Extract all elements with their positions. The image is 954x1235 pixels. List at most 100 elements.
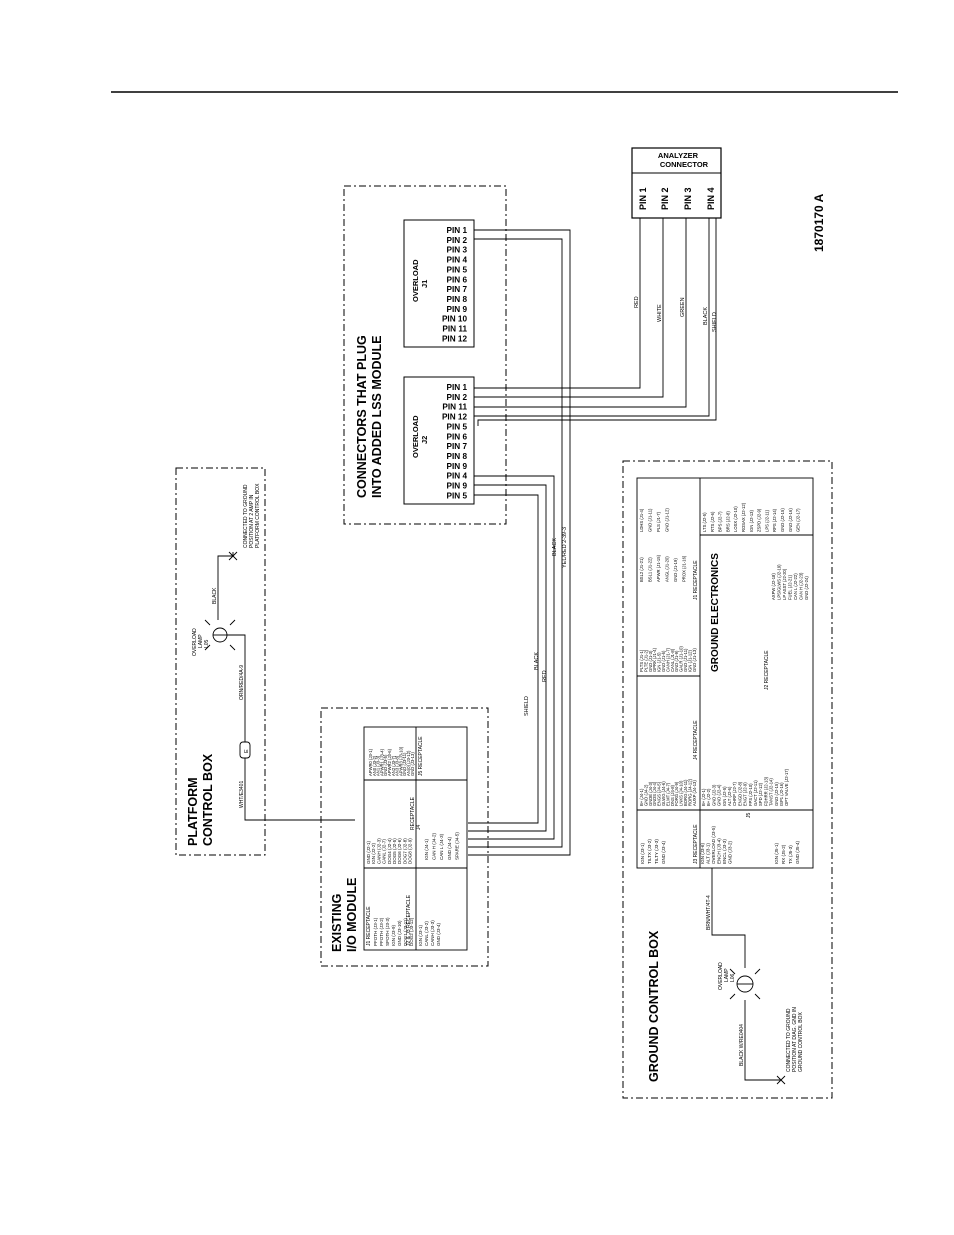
platform-ground-note-3: PLATFORM CONTROL BOX xyxy=(255,483,261,548)
j1-pin-7: PIN 8 xyxy=(447,295,468,304)
gnd-j1b-line-2: APWR (J1-15) xyxy=(656,554,661,582)
gnd-j1-receptacle-0: J1 RECEPTACLE xyxy=(693,560,699,600)
ground-note-1: CONNECTED TO GROUND xyxy=(786,1008,792,1072)
gnd-j1a-line-4: IGN (J1-5) xyxy=(657,652,662,672)
j2-pin-3: PIN 12 xyxy=(442,413,467,422)
ground-lamp-label-2: LAMP xyxy=(724,968,730,982)
gnd-j3-line-0: IGN (J3-1) xyxy=(640,842,645,864)
gnd-j3b-line-1: ALT (J3-1) xyxy=(706,843,711,864)
io-j1-receptacle-0: J1 RECEPTACLE xyxy=(366,906,372,946)
wire-label-green: GREEN xyxy=(680,297,686,317)
io-j1-line-0: PFOTH (J3-1) xyxy=(373,917,378,946)
io-j5-line-10: AN(0) (J3-12) xyxy=(406,750,411,776)
j2-pin-4: PIN 5 xyxy=(447,422,468,431)
gnd-j2a-line-11: SPD (J2-12) xyxy=(758,782,763,806)
j1-pin-6: PIN 7 xyxy=(447,285,468,294)
platform-lamp-label-2: LAMP xyxy=(198,634,204,648)
wiring-harness xyxy=(468,218,717,856)
inline-connector-e: E xyxy=(239,741,251,759)
j1-pin-2: PIN 3 xyxy=(447,246,468,255)
io-j5-line-1: AN0 (J3-2) xyxy=(372,755,377,776)
analyzer-title-1: ANALYZER xyxy=(658,151,699,160)
gnd-j2c-line-9: RPS (J2-14) xyxy=(772,508,777,532)
gnd-j2c-line-10: GND (J2-15) xyxy=(780,508,785,532)
gnd-j2a-line-8: ENGT (J2-9) xyxy=(743,782,748,806)
io-j2-line-7: DOG7 (J2-8) xyxy=(402,838,407,864)
gnd-j3-line-2: TILTY (J3-3) xyxy=(654,839,659,864)
j2-label-1: OVERLOAD xyxy=(411,415,420,458)
gnd-j4-line-1: GND (J4-2) xyxy=(643,784,648,806)
gnd-j5-line-2: TX (J5-3) xyxy=(788,845,793,864)
ground-wire-top: BRN/WHT/4T-4 xyxy=(706,895,712,930)
io-j5-line-5: APWR2 (J3-6) xyxy=(387,748,392,776)
gnd-j4-line-5: GLWG (J4-6) xyxy=(661,781,666,806)
j2-pin-10: PIN 9 xyxy=(447,482,468,491)
io-j2-line-4: DOG4 (J2-4) xyxy=(387,838,392,864)
gnd-j2c-line-4: LOSX (J2-10) xyxy=(733,506,738,532)
j2-pin-5: PIN 6 xyxy=(447,432,468,441)
io-j4-receptacle-1: J4 xyxy=(416,825,422,831)
gnd-j2a-line-10: GACT (J2-11) xyxy=(753,780,758,806)
gnd-j5-line-1: RX (J5-2) xyxy=(781,844,786,864)
gnd-j4-line-3: GNDS (J4-4) xyxy=(652,781,657,806)
gnd-j1a-line-11: IGN (J1-12) xyxy=(687,650,692,672)
io-j1-line-2: SPOTH (J3-3) xyxy=(385,917,390,946)
io-j5-line-11: GND (J3-13) xyxy=(410,752,415,776)
io-j2-line-5: DOG5 (J2-5) xyxy=(392,838,397,864)
platform-title-2: CONTROL BOX xyxy=(201,753,215,846)
io-j1-line-1: PFOTH (J3-2) xyxy=(379,917,384,946)
gnd-j2c-line-1: RTS (J2-6) xyxy=(710,511,715,532)
ground-lamp-label-3: L06 xyxy=(730,973,736,982)
analyzer-title-2: CONNECTOR xyxy=(660,160,709,169)
gnd-j3b-line-3: ENCH (J3-4) xyxy=(717,838,722,864)
gnd-j3b-line-4: ENCL (J3-3) xyxy=(722,839,727,864)
gnd-j1c-line-3: GND (J1-12) xyxy=(665,508,670,532)
j1-pin-0: PIN 1 xyxy=(447,226,468,235)
io-j4-line-2: CAN L (J4-3) xyxy=(439,833,444,860)
j1-pin-10: PIN 11 xyxy=(442,325,467,334)
io-j2-line-0: GND (J2-1) xyxy=(366,840,371,864)
gnd-j2a-line-14: GND (J2-15) xyxy=(774,782,779,806)
io-j3-line-1: CANL (J3-2) xyxy=(424,921,429,946)
gnd-j2b-line-6: GND (J2-24) xyxy=(804,576,809,600)
gnd-j1a-line-6: CANH (J1-7) xyxy=(665,647,670,672)
wire-label-shield: SHIELD xyxy=(712,312,718,332)
gnd-j3b-line-5: GND (J3-2) xyxy=(728,840,733,864)
ground-electronics-label: GROUND ELECTRONICS xyxy=(710,553,721,672)
analyzer-pin-4: PIN 4 xyxy=(706,187,716,210)
gnd-j2a-line-12: FDHRR (J2-13) xyxy=(763,776,768,806)
analyzer-pin-1: PIN 1 xyxy=(638,187,648,210)
gnd-j4-line-7: DNS (J4-8) xyxy=(670,784,675,806)
j2-pin-9: PIN 4 xyxy=(447,472,468,481)
platform-black: BLACK xyxy=(212,587,218,604)
gnd-j1a-line-1: PLTE (J1-2) xyxy=(643,649,648,672)
gnd-j2c-line-11: GND (J2-16) xyxy=(788,508,793,532)
io-j4-line-4: SPARE (J4-5) xyxy=(454,832,459,860)
io-j5-line-0: APWR0 (J3-1) xyxy=(368,748,373,776)
io-j5-line-8: APWR3 (J3-10) xyxy=(398,746,403,776)
gnd-j1c-line-2: PLS (J1-7) xyxy=(656,511,661,532)
lss-title-1: CONNECTORS THAT PLUG xyxy=(355,335,369,498)
j2-pin-11: PIN 5 xyxy=(447,491,468,500)
gnd-j3-line-1: TILTX (J3-2) xyxy=(647,839,652,864)
platform-control-box-boundary xyxy=(175,467,266,856)
j1-pin-8: PIN 9 xyxy=(447,305,468,314)
gnd-j2a-line-7: ENGD (J2-8) xyxy=(737,781,742,806)
platform-wire-b: WHT/E3401 xyxy=(239,781,245,808)
gnd-j1b-line-4: GND (J1-19) xyxy=(673,558,678,582)
gnd-j1a-line-5: GND (J1-6) xyxy=(661,650,666,672)
wire-label-black: BLACK xyxy=(703,307,709,325)
ground-control-box-boundary xyxy=(622,460,833,1099)
io-j1-line-6: DOG2 (J3-12) xyxy=(409,917,414,946)
gnd-j2a-line-5: ALT (J2-6) xyxy=(727,786,732,806)
io-title-1: EXISTING xyxy=(330,894,344,952)
j1-pin-4: PIN 5 xyxy=(447,265,468,274)
gnd-j2b-line-2: LP ASST (J2-20) xyxy=(782,568,787,600)
gnd-j4-line-6: ELMT (J4-7) xyxy=(665,782,670,806)
ground-note-2: POSITION AT DIAG. GND IN xyxy=(792,1007,798,1072)
gnd-j1c-line-0: LDHS (J1-4) xyxy=(639,508,644,532)
gnd-j2c-line-7: ZSPD (J2-9) xyxy=(757,508,762,532)
io-j5-line-9: GND (J3-11) xyxy=(402,752,407,776)
wire-label-black-lower: BLACK xyxy=(552,538,558,556)
